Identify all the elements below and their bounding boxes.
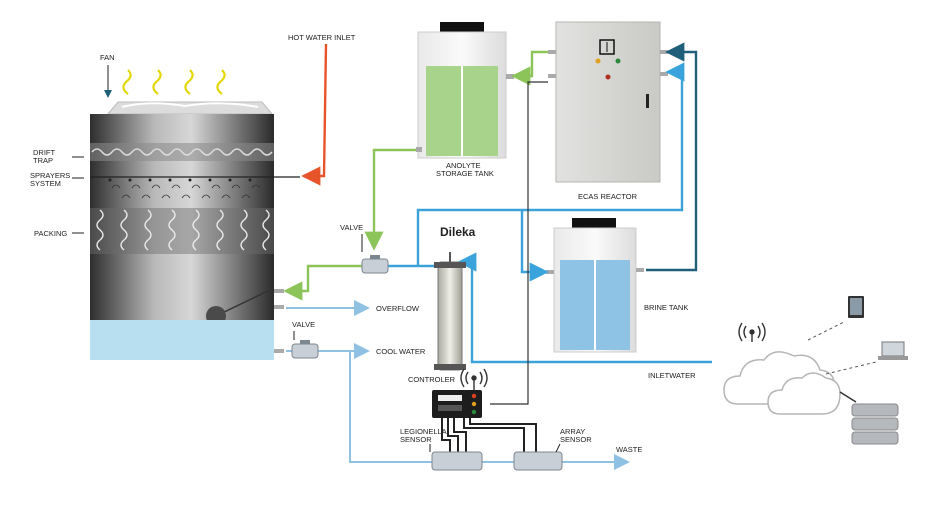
ecas-reactor-label: ECAS REACTOR <box>578 192 638 201</box>
sensor-cables <box>441 416 537 452</box>
overflow-label: OVERFLOW <box>376 304 420 313</box>
reactor-to-anolyte-line <box>511 50 548 86</box>
drift-trap-label-2: TRAP <box>33 156 53 165</box>
brine-to-reactor-line <box>646 42 698 272</box>
water-to-brine-line <box>520 210 549 282</box>
valve-upper[interactable] <box>361 255 389 274</box>
fan-label: FAN <box>100 53 115 62</box>
anolyte-label-2: STORAGE TANK <box>436 169 494 178</box>
brine-tank-label: BRINE TANK <box>644 303 688 312</box>
controler-label: CONTROLER <box>408 375 456 384</box>
legionella-sensor <box>431 451 483 471</box>
sprayers-label-2: SYSTEM <box>30 179 61 188</box>
waste-label: WASTE <box>616 445 642 454</box>
sprayers <box>108 178 252 182</box>
anolyte-label-1: ANOLYTE <box>446 161 480 170</box>
legionella-label-2: SENSOR <box>400 435 432 444</box>
sprayers-label-1: SPRAYERS <box>30 171 70 180</box>
inletwater-label: INLETWATER <box>648 371 696 380</box>
inletwater-line <box>457 252 712 364</box>
controller-to-reactor-cable <box>490 81 548 405</box>
reactor-display <box>599 39 615 55</box>
valve-upper-label: VALVE <box>340 223 363 232</box>
dileka-unit <box>434 252 466 371</box>
anolyte-to-valve-line <box>364 148 416 251</box>
valve-lower[interactable] <box>291 340 319 359</box>
server-icon <box>851 403 899 445</box>
packing-label: PACKING <box>34 229 67 238</box>
hot-water-inlet-label: HOT WATER INLET <box>288 33 356 42</box>
spray-drops <box>111 184 261 199</box>
valve-lower-label: VALVE <box>292 320 315 329</box>
water-to-reactor-line <box>416 62 685 266</box>
tablet-icon <box>848 296 864 318</box>
drift-trap-label-1: DRIFT <box>33 148 55 157</box>
array-label-2: SENSOR <box>560 435 592 444</box>
laptop-icon <box>878 341 908 360</box>
cloud-icon <box>723 351 841 415</box>
sample-line <box>349 351 432 463</box>
water-basin <box>90 320 274 360</box>
cool-water-label: COOL WATER <box>376 347 426 356</box>
array-label-1: ARRAY <box>560 427 585 436</box>
hot-water-line <box>301 43 328 186</box>
brine-tank <box>546 218 644 353</box>
array-sensor <box>513 451 563 471</box>
fan-icon <box>121 102 259 108</box>
controller[interactable] <box>432 390 482 418</box>
dileka-label: Dileka <box>440 225 476 239</box>
fan-exhaust <box>122 69 226 95</box>
cooling-tower <box>90 69 300 360</box>
legionella-label-1: LEGIONELLA <box>400 427 447 436</box>
ecas-reactor <box>548 21 668 183</box>
anolyte-storage-tank <box>416 22 514 159</box>
wifi-icon <box>460 368 488 390</box>
valve-to-tower-line <box>283 264 362 301</box>
fan-housing <box>106 101 274 115</box>
wifi-icon <box>738 322 766 342</box>
